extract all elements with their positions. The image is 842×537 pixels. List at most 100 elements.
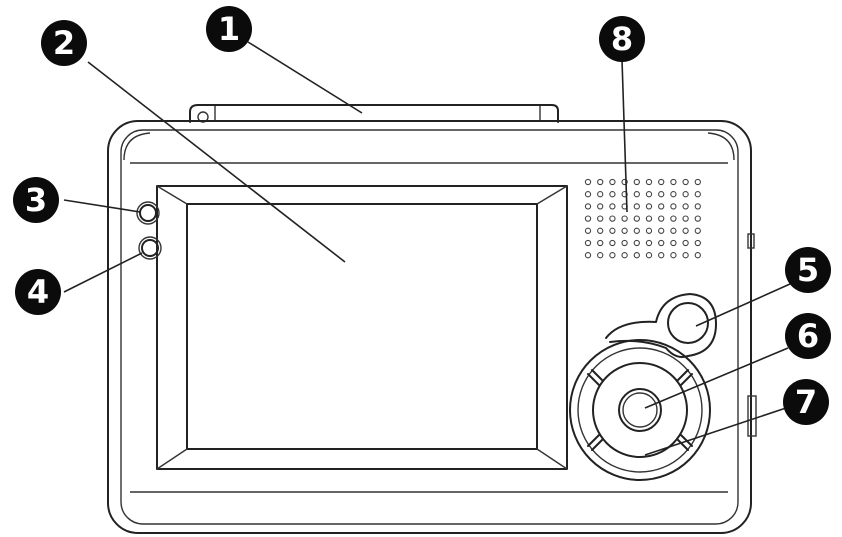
- callout-8: 8: [599, 16, 645, 62]
- grille-hole: [658, 227, 665, 234]
- svg-text:2: 2: [53, 24, 75, 62]
- grille-hole: [597, 227, 604, 234]
- leader-2: [87, 61, 346, 263]
- grille-hole: [609, 191, 616, 198]
- grille-hole: [694, 227, 701, 234]
- grille-hole: [597, 203, 604, 210]
- device-body: [107, 120, 757, 534]
- grille-hole: [633, 252, 640, 259]
- leader-5: [695, 283, 791, 327]
- grille-hole: [658, 191, 665, 198]
- grille-hole: [645, 227, 653, 234]
- grille-hole: [597, 215, 604, 222]
- grille-hole: [609, 239, 616, 247]
- grille-hole: [597, 239, 604, 247]
- grille-hole: [658, 239, 665, 247]
- grille-hole: [609, 215, 616, 222]
- grille-hole: [670, 203, 677, 210]
- grille-hole: [597, 191, 604, 198]
- grille-hole: [621, 227, 628, 234]
- leader-1: [247, 41, 363, 114]
- grille-hole: [645, 203, 653, 210]
- grille-hole: [670, 239, 677, 247]
- grille-hole: [621, 239, 628, 247]
- callout-6: 6: [785, 313, 831, 359]
- svg-text:4: 4: [27, 273, 49, 311]
- speaker-grille: [584, 178, 701, 259]
- grille-hole: [645, 215, 653, 222]
- leader-7: [644, 407, 787, 456]
- grille-hole: [609, 252, 616, 259]
- grille-hole: [658, 215, 665, 222]
- grille-hole: [658, 178, 665, 186]
- callout-1: 1: [206, 6, 252, 52]
- indicator-lights: [136, 201, 162, 260]
- svg-text:6: 6: [797, 317, 819, 355]
- svg-text:5: 5: [797, 251, 819, 289]
- grille-hole: [682, 178, 689, 186]
- grille-hole: [584, 239, 592, 247]
- grille-hole: [633, 227, 640, 234]
- grille-hole: [633, 191, 640, 198]
- grille-hole: [682, 215, 689, 222]
- callout-2: 2: [41, 20, 87, 66]
- leader-6: [644, 347, 789, 409]
- grille-hole: [670, 227, 677, 234]
- svg-text:7: 7: [795, 383, 817, 421]
- grille-hole: [609, 203, 616, 210]
- grille-hole: [670, 252, 677, 259]
- grille-hole: [682, 252, 689, 259]
- grille-hole: [670, 215, 677, 222]
- grille-hole: [609, 178, 616, 186]
- grille-hole: [694, 178, 701, 186]
- grille-hole: [682, 227, 689, 234]
- grille-hole: [670, 191, 677, 198]
- grille-hole: [633, 239, 640, 247]
- leader-4: [63, 252, 143, 293]
- grille-hole: [658, 203, 665, 210]
- grille-hole: [694, 191, 701, 198]
- grille-hole: [694, 252, 701, 259]
- svg-text:1: 1: [218, 10, 240, 48]
- grille-hole: [584, 178, 592, 186]
- grille-hole: [682, 203, 689, 210]
- grille-hole: [682, 239, 689, 247]
- callout-5: 5: [785, 247, 831, 293]
- grille-hole: [597, 178, 604, 186]
- grille-hole: [645, 178, 653, 186]
- grille-hole: [597, 252, 604, 259]
- grille-hole: [658, 252, 665, 259]
- grille-hole: [694, 203, 701, 210]
- grille-hole: [584, 215, 592, 222]
- grille-hole: [682, 191, 689, 198]
- grille-hole: [633, 178, 640, 186]
- grille-hole: [621, 215, 628, 222]
- grille-hole: [584, 203, 592, 210]
- grille-hole: [621, 252, 628, 259]
- screen: [156, 185, 568, 470]
- grille-hole: [633, 215, 640, 222]
- leader-3: [63, 199, 141, 213]
- callout-4: 4: [15, 269, 61, 315]
- antenna: [189, 104, 559, 123]
- grille-hole: [584, 191, 592, 198]
- grille-hole: [584, 252, 592, 259]
- grille-hole: [633, 203, 640, 210]
- callout-3: 3: [13, 177, 59, 223]
- grille-hole: [694, 239, 701, 247]
- grille-hole: [609, 227, 616, 234]
- callout-7: 7: [783, 379, 829, 425]
- svg-text:8: 8: [611, 20, 633, 58]
- leader-lines: [63, 41, 791, 456]
- grille-hole: [670, 178, 677, 186]
- navigation-pad: [569, 339, 711, 481]
- grille-hole: [645, 239, 653, 247]
- grille-hole: [621, 178, 628, 186]
- top-button: [605, 293, 717, 358]
- grille-hole: [645, 252, 653, 259]
- leader-8: [621, 59, 628, 213]
- grille-hole: [645, 191, 653, 198]
- grille-hole: [584, 227, 592, 234]
